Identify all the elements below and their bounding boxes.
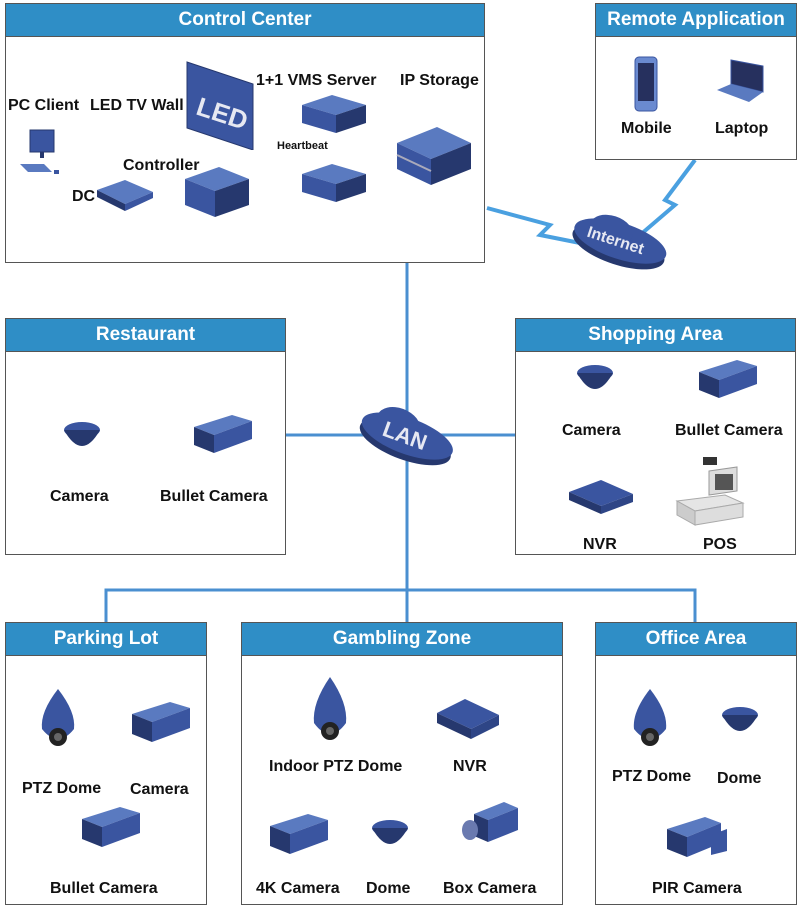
wireless-link-remote — [638, 158, 697, 237]
internet-cloud-icon: Internet — [572, 214, 667, 270]
pir-camera-label: PIR Camera — [652, 880, 742, 897]
parking-ptz-dome-icon — [41, 689, 75, 746]
vms-server-primary-icon — [302, 95, 366, 133]
controller-label: Controller — [123, 157, 200, 174]
pos-label: POS — [703, 536, 737, 553]
shopping-area-panel: Shopping Area — [515, 318, 796, 555]
pir-camera-icon — [667, 817, 727, 857]
bottom-bus — [104, 588, 697, 622]
restaurant-title: Restaurant — [6, 319, 285, 352]
mobile-icon — [634, 56, 658, 112]
wireless-link-control — [486, 206, 591, 247]
parking-lot-title: Parking Lot — [6, 623, 206, 656]
parking-lot-panel: Parking Lot — [5, 622, 207, 905]
vms-server-backup-icon — [302, 164, 366, 202]
pc-client-label: PC Client — [8, 97, 80, 114]
laptop-label: Laptop — [715, 120, 769, 137]
ip-storage-icon — [396, 127, 471, 185]
box-camera-label: Box Camera — [443, 880, 537, 897]
shopping-camera-icon — [577, 365, 613, 389]
heartbeat-label: Heartbeat — [277, 140, 328, 152]
gambling-zone-panel: Gambling Zone — [241, 622, 563, 905]
gambling-dome-icon — [372, 820, 408, 844]
parking-camera-icon — [132, 702, 190, 742]
shopping-nvr-label: NVR — [583, 536, 617, 553]
remote-application-title: Remote Application — [596, 4, 796, 37]
box-camera-icon — [462, 802, 518, 842]
gambling-nvr-icon — [437, 699, 499, 739]
shopping-bullet-camera-label: Bullet Camera — [675, 422, 783, 439]
dc-label: DC — [72, 188, 96, 205]
parking-bullet-camera-icon — [82, 807, 140, 847]
indoor-ptz-dome-label: Indoor PTZ Dome — [269, 758, 403, 775]
control-center-title: Control Center — [6, 4, 484, 37]
gambling-zone-title: Gambling Zone — [242, 623, 562, 656]
indoor-ptz-dome-icon — [313, 677, 347, 740]
parking-camera-label: Camera — [130, 781, 189, 798]
shopping-nvr-icon — [569, 480, 633, 514]
shopping-area-title: Shopping Area — [516, 319, 795, 352]
mobile-label: Mobile — [621, 120, 672, 137]
office-area-panel: Office Area — [595, 622, 797, 905]
office-ptz-dome-label: PTZ Dome — [612, 768, 692, 785]
restaurant-camera-label: Camera — [50, 488, 109, 505]
shopping-camera-label: Camera — [562, 422, 621, 439]
restaurant-bullet-camera-label: Bullet Camera — [160, 488, 268, 505]
shopping-bullet-camera-icon — [699, 360, 757, 398]
restaurant-bullet-camera-icon — [194, 415, 252, 453]
laptop-icon — [717, 59, 764, 102]
vms-server-label: 1+1 VMS Server — [256, 72, 377, 89]
pos-icon — [675, 457, 745, 526]
parking-bullet-camera-label: Bullet Camera — [50, 880, 158, 897]
restaurant-camera-icon — [64, 422, 100, 446]
office-ptz-dome-icon — [633, 689, 667, 746]
office-area-title: Office Area — [596, 623, 796, 656]
gambling-nvr-label: NVR — [453, 758, 487, 775]
gambling-dome-label: Dome — [366, 880, 411, 897]
pc-client-icon — [20, 129, 59, 174]
lan-cloud-icon: LAN — [359, 407, 453, 466]
camera-4k-icon — [270, 814, 328, 854]
dc-icon — [97, 180, 153, 211]
ip-storage-label: IP Storage — [400, 72, 479, 89]
led-tv-wall-icon: LED — [186, 61, 254, 150]
camera-4k-label: 4K Camera — [256, 880, 340, 897]
office-dome-label: Dome — [717, 770, 762, 787]
parking-ptz-dome-label: PTZ Dome — [22, 780, 102, 797]
control-center-panel: Control Center — [5, 3, 485, 263]
controller-icon — [185, 167, 249, 217]
led-tv-wall-label: LED TV Wall — [90, 97, 184, 114]
office-dome-icon — [722, 707, 758, 731]
